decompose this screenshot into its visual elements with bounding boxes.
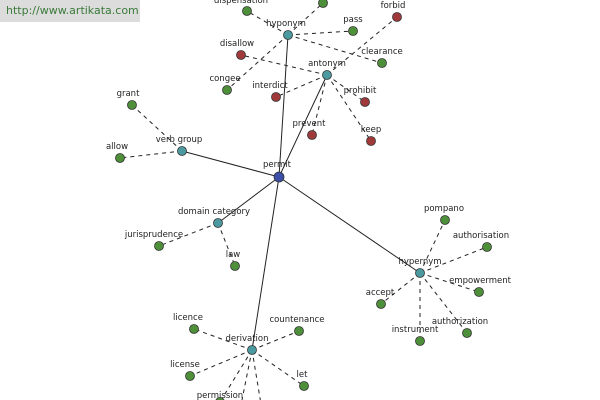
licence-label: licence: [173, 313, 203, 323]
edge-hypernym-empowerment: [419, 272, 480, 293]
authorization-node[interactable]: [462, 328, 472, 338]
congee-label: congee: [209, 74, 240, 84]
antonym-node[interactable]: [322, 70, 332, 80]
edge-derivation-offscreen: [241, 349, 253, 400]
edge-domain-category-jurisprudence: [158, 222, 219, 247]
law-label: law: [226, 250, 241, 260]
jurisprudence-node[interactable]: [154, 241, 164, 251]
edge-verb-group-grant: [131, 104, 183, 152]
domain-category-node[interactable]: [213, 218, 223, 228]
edge-hypernym-authorisation: [419, 246, 488, 274]
disallow-label: disallow: [220, 39, 254, 49]
hyponym-node[interactable]: [283, 30, 293, 40]
edge-antonym-interdict: [275, 74, 328, 98]
let-node[interactable]: [299, 381, 309, 391]
interdict-node[interactable]: [271, 92, 281, 102]
edge-derivation-licence: [193, 328, 253, 351]
edge-derivation-let: [251, 349, 305, 387]
edge-hypernym-accept: [380, 272, 421, 305]
let-label: let: [297, 370, 309, 380]
authorisation-node[interactable]: [482, 242, 492, 252]
pompano-label: pompano: [424, 204, 464, 214]
edge-permit-hypernym: [278, 176, 421, 274]
graph-edges: [119, 2, 488, 400]
allow-node[interactable]: [115, 153, 125, 163]
instrument-node[interactable]: [415, 336, 425, 346]
keep-node[interactable]: [366, 136, 376, 146]
empowerment-label: empowerment: [449, 276, 512, 286]
clearance-node[interactable]: [377, 58, 387, 68]
empowerment-node[interactable]: [474, 287, 484, 297]
accept-node[interactable]: [376, 299, 386, 309]
authorisation-label: authorisation: [453, 231, 509, 241]
prevent-node[interactable]: [307, 130, 317, 140]
hypernym-label: hypernym: [398, 257, 441, 267]
grant-node[interactable]: [127, 100, 137, 110]
dispensation-label: dispensation: [214, 0, 268, 6]
prohibit-label: prohibit: [344, 86, 377, 96]
watermark-url: http://www.artikata.com: [0, 0, 140, 22]
permission-label: permission: [197, 391, 243, 400]
edge-derivation-countenance: [251, 330, 300, 351]
license-label: license: [170, 360, 200, 370]
permit-label: permit: [263, 160, 292, 170]
permission-node[interactable]: [215, 397, 225, 400]
forbid-node[interactable]: [392, 12, 402, 22]
hypernym-node[interactable]: [415, 268, 425, 278]
law-node[interactable]: [230, 261, 240, 271]
countenance-label: countenance: [269, 315, 324, 325]
edge-permit-antonym: [278, 74, 328, 178]
hyp-top-node[interactable]: [318, 0, 328, 8]
edge-antonym-forbid: [326, 16, 398, 76]
edge-antonym-prevent: [311, 74, 328, 136]
prohibit-node[interactable]: [360, 97, 370, 107]
authorization-label: authorization: [432, 317, 488, 327]
edge-hypernym-pompano: [419, 219, 446, 274]
edge-antonym-keep: [326, 74, 372, 142]
verb-group-node[interactable]: [177, 146, 187, 156]
edge-permit-verb-group: [181, 150, 280, 178]
instrument-label: instrument: [392, 325, 439, 335]
pass-label: pass: [343, 15, 363, 25]
edge-permit-derivation: [251, 176, 280, 351]
hyponym-label: hyponym: [266, 19, 306, 29]
edge-verb-group-allow: [119, 150, 183, 159]
accept-label: accept: [366, 288, 395, 298]
edge-derivation-permission: [220, 349, 253, 400]
congee-node[interactable]: [222, 85, 232, 95]
countenance-node[interactable]: [294, 326, 304, 336]
edge-antonym-disallow: [240, 54, 328, 76]
edge-permit-hyponym: [278, 34, 289, 178]
graph-nodes: [115, 0, 492, 400]
licence-node[interactable]: [189, 324, 199, 334]
domain-category-label: domain category: [178, 207, 250, 217]
pompano-node[interactable]: [440, 215, 450, 225]
edge-permit-domain-category: [217, 176, 280, 224]
edge-derivation-offscreen: [251, 349, 261, 400]
jurisprudence-label: jurisprudence: [124, 230, 183, 240]
antonym-label: antonym: [308, 59, 346, 69]
grant-label: grant: [117, 89, 140, 99]
keep-label: keep: [361, 125, 381, 135]
forbid-label: forbid: [381, 1, 406, 11]
prevent-label: prevent: [293, 119, 327, 129]
edge-hyponym-clearance: [287, 34, 383, 64]
verb-group-label: verb group: [156, 135, 203, 145]
derivation-label: derivation: [225, 334, 268, 344]
interdict-label: interdict: [252, 81, 288, 91]
permit-node[interactable]: [273, 171, 285, 183]
clearance-label: clearance: [361, 47, 402, 57]
license-node[interactable]: [185, 371, 195, 381]
allow-label: allow: [106, 142, 128, 152]
dispensation-node[interactable]: [242, 6, 252, 16]
edge-derivation-license: [189, 349, 253, 377]
edge-hyponym-congee: [226, 34, 289, 91]
graph-labels: permit hyponym antonym verb group domain cat…: [106, 0, 512, 400]
disallow-node[interactable]: [236, 50, 246, 60]
edge-hyponym-pass: [287, 30, 354, 36]
pass-node[interactable]: [348, 26, 358, 36]
derivation-node[interactable]: [247, 345, 257, 355]
